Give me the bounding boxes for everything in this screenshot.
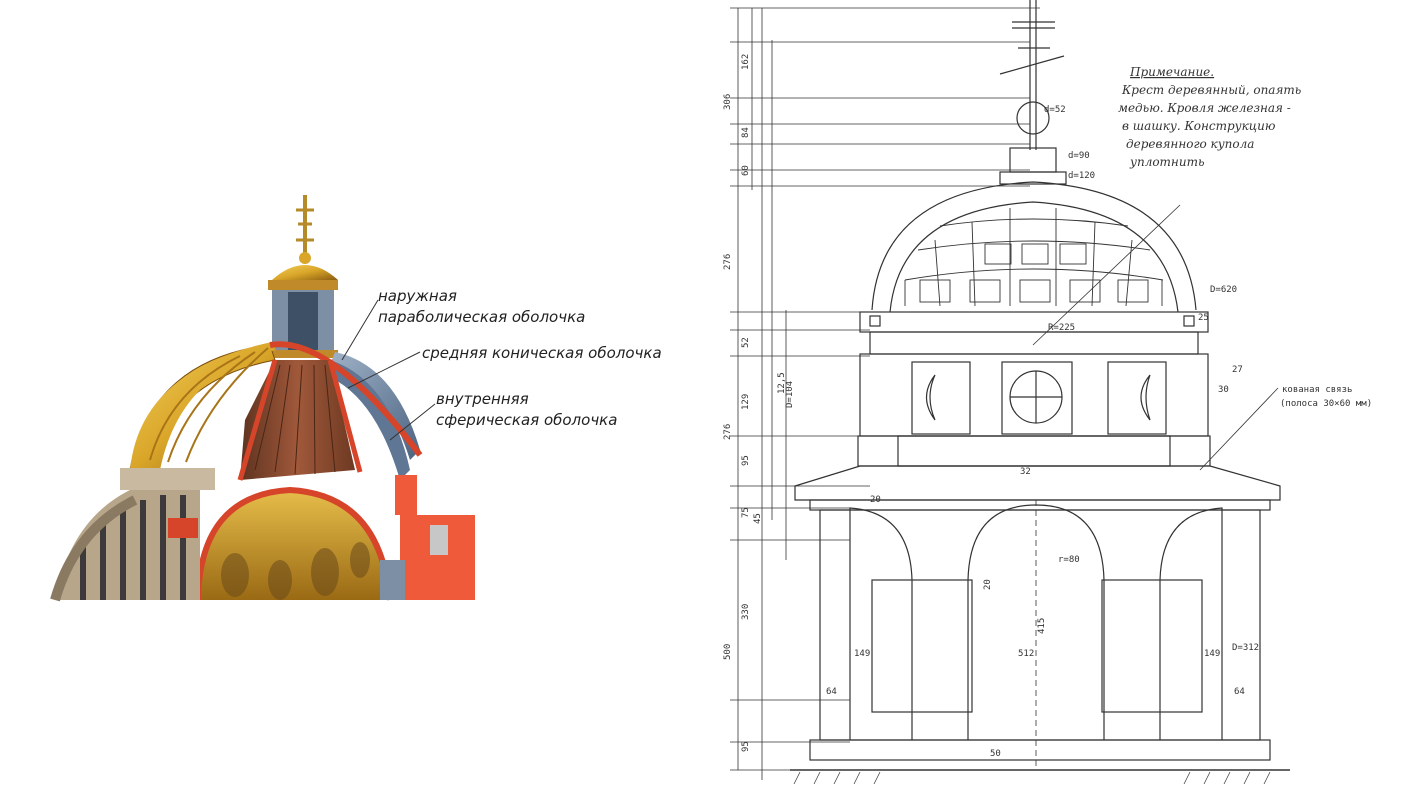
dim-149-left: 149: [854, 649, 870, 659]
section-drawing: [730, 0, 1290, 780]
cross-finial: [999, 0, 1067, 185]
dome-ribs: [149, 347, 269, 463]
dim-64-left: 64: [826, 687, 837, 697]
cross-icon: [296, 195, 314, 264]
dim-20: 20: [983, 579, 993, 590]
drawing-notes: Примечание. Крест деревянный, опаять мед…: [1118, 65, 1301, 169]
dim-64-right: 64: [1234, 687, 1245, 697]
note-line3: в шашку. Конструкцию: [1122, 119, 1276, 133]
dim-45: 45: [753, 513, 763, 524]
label-inner-line2: сферическая оболочка: [436, 411, 617, 429]
note-title: Примечание.: [1129, 65, 1214, 79]
dim-95-upper: 95: [741, 455, 751, 466]
conical-ribs: [254, 364, 336, 475]
dim-25: 25: [1198, 313, 1209, 323]
callout-tie-line1: кованая связь: [1282, 385, 1352, 395]
dim-415: 415: [1037, 618, 1047, 634]
dim-27: 27: [1232, 365, 1243, 375]
dim-95-lower: 95: [741, 741, 751, 752]
note-line1: Крест деревянный, опаять: [1121, 83, 1301, 97]
drum-colonnade: [50, 468, 215, 602]
dimensions-inner: 512 149 149 64 64 415 32 30 27 25 20 50: [826, 313, 1245, 759]
dim-306: 306: [723, 94, 733, 110]
arcade: [790, 465, 1290, 771]
dim-60: 60: [741, 165, 751, 176]
dim-50: 50: [990, 749, 1001, 759]
lantern: [268, 265, 338, 358]
callout-tie-line2: (полоса 30×60 мм): [1280, 399, 1372, 409]
callout-D104: D=104: [785, 381, 795, 408]
drawing-callouts: d=52 d=90 d=120 D=620 R=225 D=312 r=80 к…: [785, 105, 1372, 653]
dim-84: 84: [741, 127, 751, 138]
leader-lines: [341, 299, 436, 441]
callout-d52: d=52: [1044, 105, 1066, 115]
callout-d120: d=120: [1068, 171, 1095, 181]
callout-r80: r=80: [1058, 555, 1080, 565]
callout-D620: D=620: [1210, 285, 1237, 295]
dim-500: 500: [723, 644, 733, 660]
dim-149-right: 149: [1204, 649, 1220, 659]
dim-52: 52: [741, 337, 751, 348]
note-line2: медью. Кровля железная -: [1118, 101, 1291, 115]
dim-32: 32: [1020, 467, 1031, 477]
dim-162: 162: [741, 54, 751, 70]
dim-20-base: 20: [870, 495, 881, 505]
dim-12-5: 12,5: [777, 372, 787, 394]
dim-129: 129: [741, 394, 751, 410]
note-line5: уплотнить: [1129, 155, 1204, 169]
dim-512: 512: [1018, 649, 1034, 659]
label-middle: средняя коническая оболочка: [422, 344, 662, 362]
callout-d90: d=90: [1068, 151, 1090, 161]
dome-outline: [871, 181, 1197, 346]
dim-30: 30: [1218, 385, 1229, 395]
dim-75: 75: [741, 507, 751, 518]
drum: [857, 311, 1211, 467]
label-outer-line2: параболическая оболочка: [378, 308, 585, 326]
callout-D312: D=312: [1232, 643, 1259, 653]
label-inner-line1: внутренняя: [436, 390, 529, 408]
cutaway-illustration: наружная параболическая оболочка средняя…: [50, 195, 662, 602]
right-wall-section: [380, 475, 475, 600]
dimensions-left: 306 162 84 60 276 52 129 276 95 75 45 50…: [723, 54, 993, 752]
blue-shell-section: [330, 352, 420, 460]
note-line4: деревянного купола: [1126, 137, 1254, 151]
dim-276-lower: 276: [723, 424, 733, 440]
painted-figures: [221, 542, 370, 600]
dim-276-upper: 276: [723, 254, 733, 270]
dim-330: 330: [741, 604, 751, 620]
dimension-lines-left: [730, 7, 1040, 780]
callout-radius: R=225: [1048, 323, 1075, 333]
label-outer-line1: наружная: [378, 287, 457, 305]
ground-hatching: [793, 771, 1271, 785]
